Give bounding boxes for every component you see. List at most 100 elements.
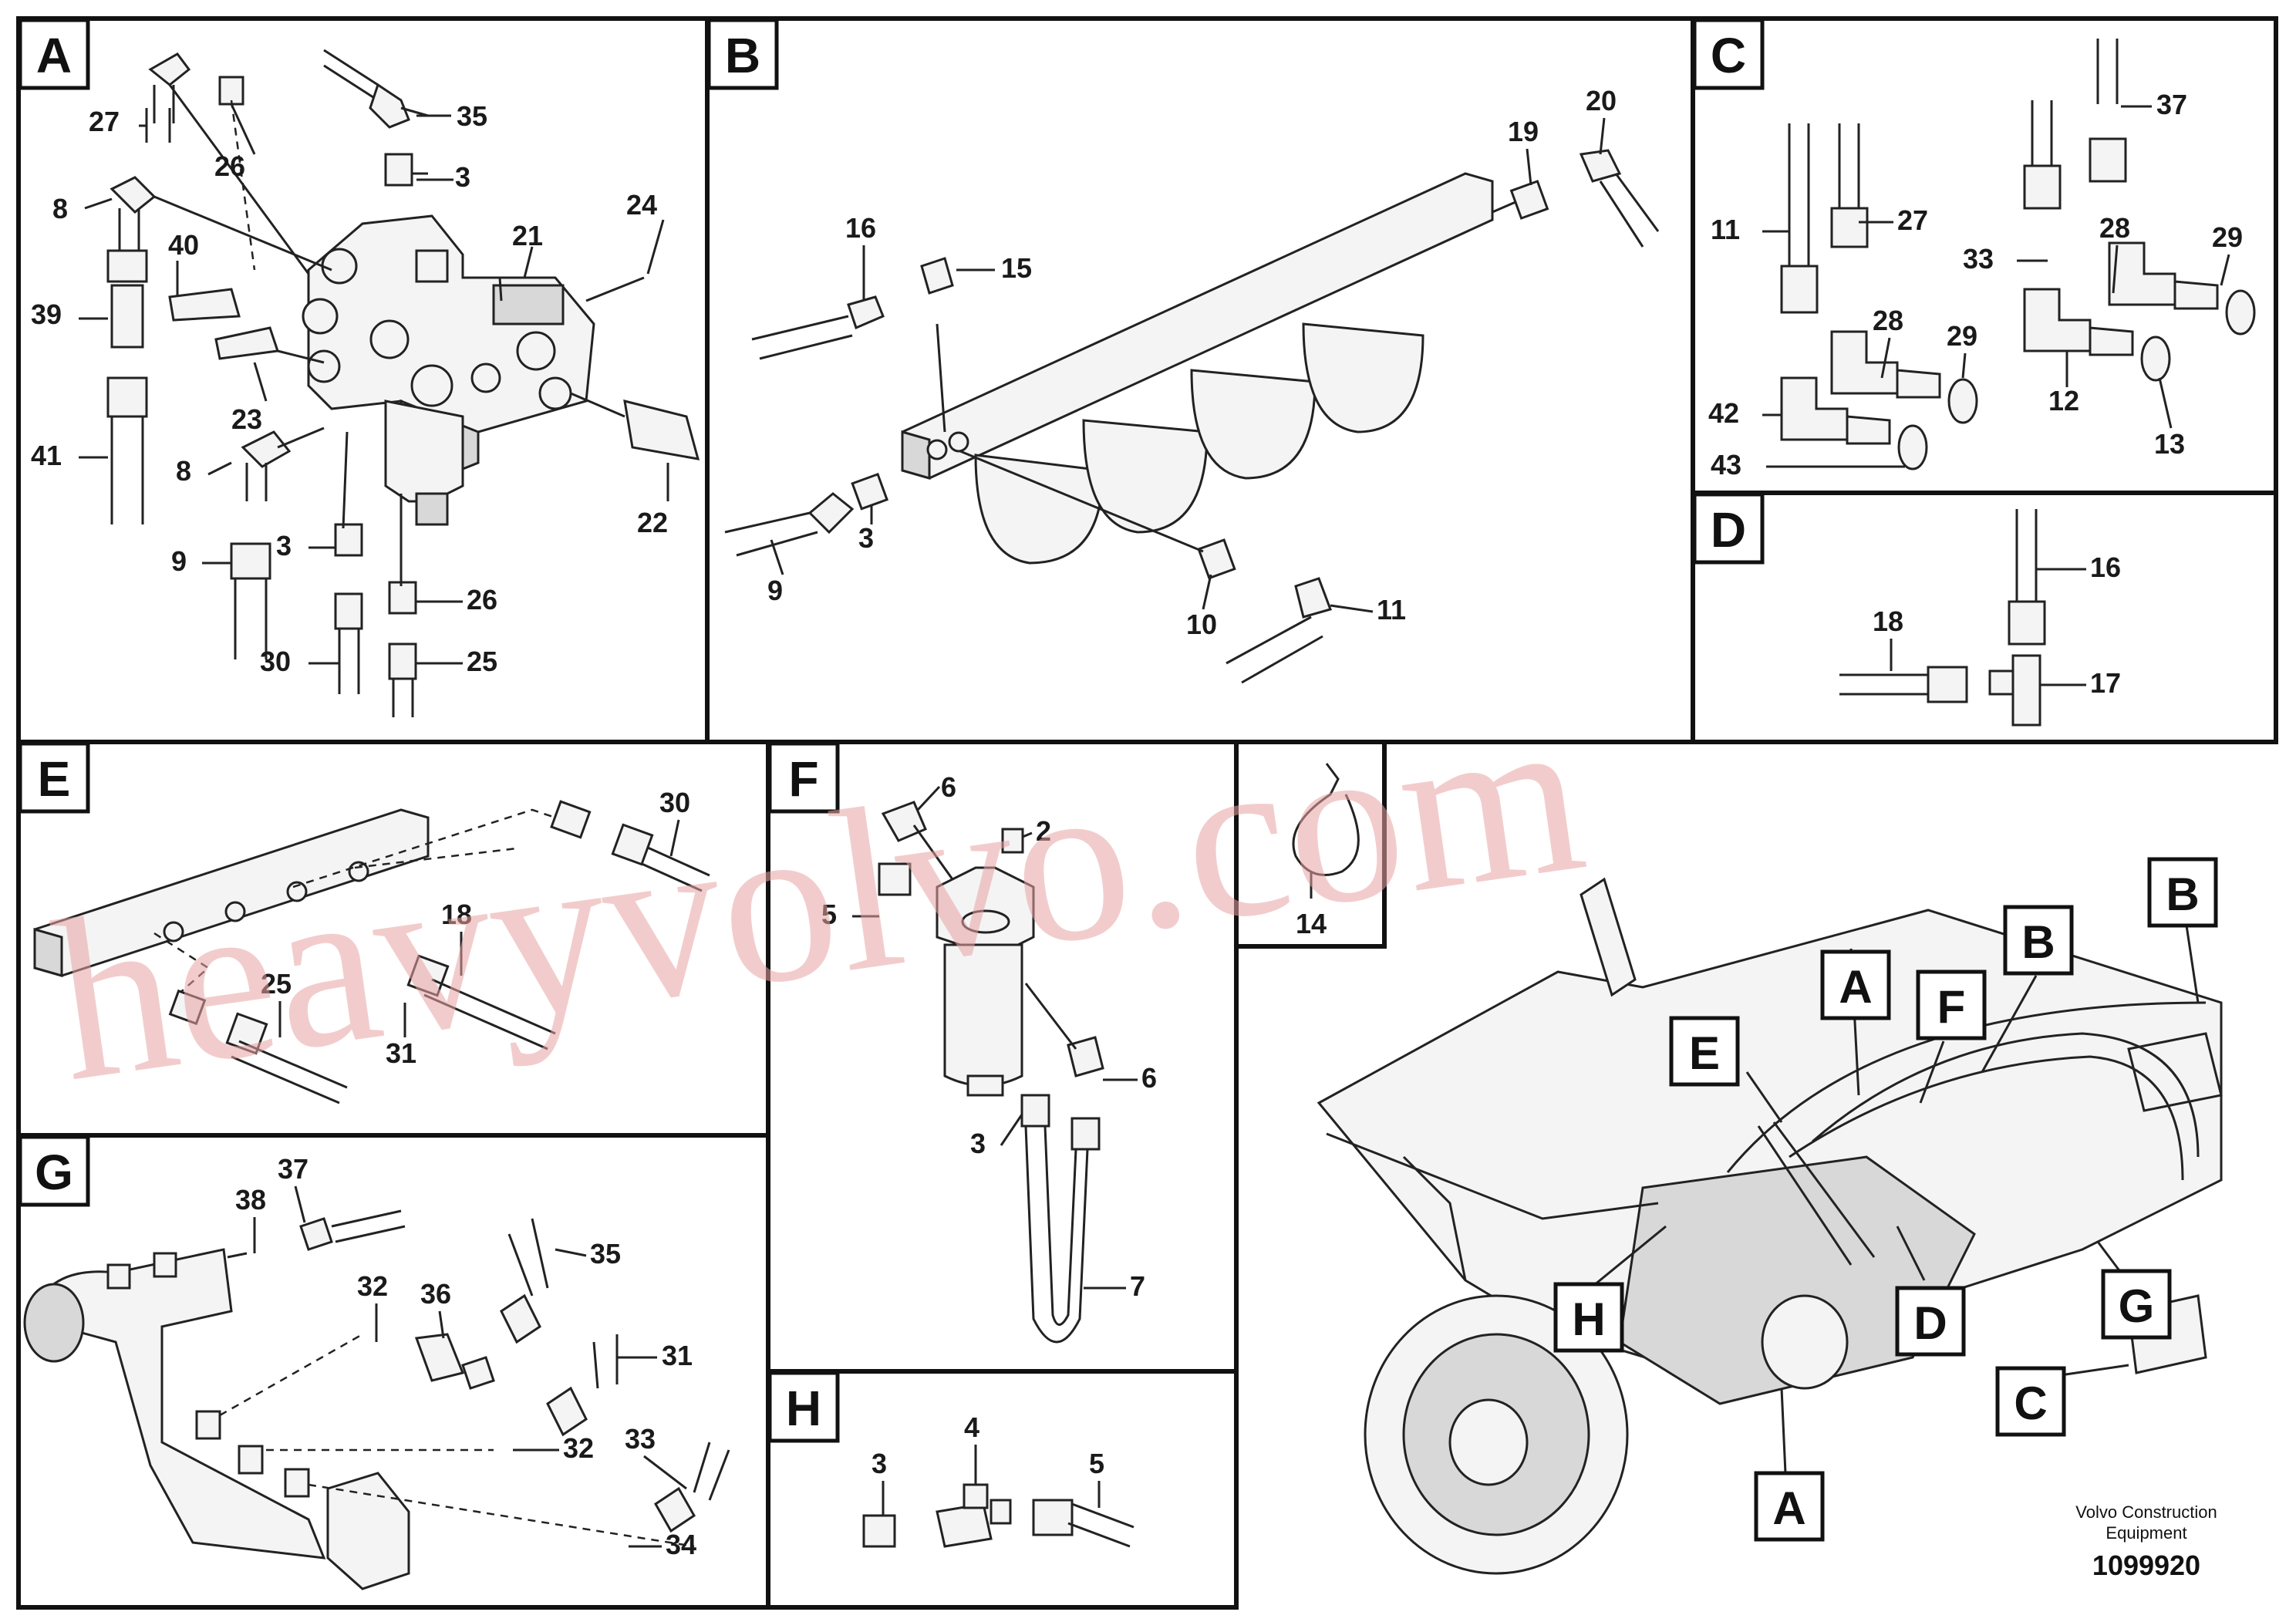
callout-c: C: [1995, 1366, 2066, 1437]
svg-text:6: 6: [1141, 1062, 1157, 1094]
svg-text:33: 33: [625, 1423, 656, 1455]
svg-text:Volvo Construction: Volvo Construction: [2075, 1502, 2217, 1522]
svg-text:16: 16: [845, 212, 876, 244]
svg-text:4: 4: [964, 1411, 979, 1443]
callout-e: E: [1669, 1016, 1740, 1087]
callout-d: D: [1895, 1286, 1966, 1357]
svg-text:10: 10: [1186, 609, 1217, 640]
svg-text:B: B: [725, 28, 760, 83]
document-number: 1099920: [2092, 1549, 2200, 1581]
svg-text:27: 27: [89, 106, 120, 137]
callout-a-bottom: A: [1754, 1471, 1825, 1542]
panel-h-drawing: [862, 1483, 1135, 1548]
svg-text:8: 8: [52, 193, 68, 224]
svg-text:3: 3: [872, 1448, 887, 1479]
svg-text:39: 39: [31, 298, 62, 330]
panel-f-labels: 6 2 5 6 3 7: [821, 771, 1157, 1302]
svg-text:36: 36: [420, 1278, 451, 1310]
svg-text:29: 29: [2212, 221, 2243, 253]
svg-text:30: 30: [260, 646, 291, 677]
watermark: heavyvolvo.com: [41, 662, 1597, 1130]
overview-machine-drawing: [1317, 877, 2223, 1575]
svg-text:25: 25: [261, 968, 292, 1000]
panel-e-drawing: [33, 800, 710, 1104]
footer-block: Volvo Construction Equipment 1099920: [2075, 1502, 2217, 1581]
svg-text:Equipment: Equipment: [2106, 1523, 2186, 1543]
svg-text:H: H: [1572, 1293, 1605, 1345]
svg-text:E: E: [38, 751, 71, 807]
svg-text:14: 14: [1296, 908, 1327, 939]
svg-text:F: F: [1937, 981, 1966, 1033]
panel-d-labels: 16 18 17: [1873, 551, 2121, 699]
svg-text:32: 32: [357, 1270, 388, 1302]
svg-text:9: 9: [171, 545, 187, 577]
svg-text:25: 25: [467, 646, 497, 677]
panel-letter-c: C: [1692, 18, 1765, 90]
svg-text:D: D: [1711, 502, 1746, 558]
panel-letter-a: A: [18, 18, 90, 90]
panel-d-drawing: [1839, 509, 2046, 727]
clip-labels: 14: [1296, 908, 1327, 939]
clip-14-drawing: [1292, 763, 1360, 899]
panel-e-labels: 30 18 25 31: [261, 787, 690, 1069]
svg-text:E: E: [1689, 1027, 1720, 1079]
svg-text:43: 43: [1711, 449, 1741, 481]
svg-text:3: 3: [970, 1128, 986, 1159]
svg-text:30: 30: [659, 787, 690, 818]
panel-a-drawing: [106, 49, 700, 717]
panel-g-labels: 37 38 35 32 36 31 32 33 34: [235, 1153, 696, 1560]
panel-a-labels: 27 26 35 3 8 40 21 24 39 23 41 8 22 9 3 …: [31, 100, 669, 677]
svg-text:33: 33: [1963, 243, 1994, 275]
svg-text:38: 38: [235, 1184, 266, 1216]
svg-text:37: 37: [278, 1153, 308, 1185]
svg-text:18: 18: [441, 899, 472, 930]
svg-text:32: 32: [563, 1432, 594, 1464]
svg-text:H: H: [786, 1381, 821, 1436]
svg-text:6: 6: [941, 771, 956, 803]
svg-text:D: D: [1913, 1297, 1947, 1349]
svg-text:A: A: [1839, 961, 1872, 1013]
panel-letter-e: E: [18, 741, 90, 814]
svg-text:23: 23: [231, 403, 262, 435]
svg-text:24: 24: [626, 189, 657, 221]
svg-text:7: 7: [1130, 1270, 1145, 1302]
svg-text:G: G: [35, 1145, 73, 1200]
svg-text:18: 18: [1873, 605, 1903, 637]
callout-a-top: A: [1820, 949, 1891, 1020]
svg-text:17: 17: [2090, 667, 2121, 699]
svg-text:A: A: [36, 28, 72, 83]
callout-f: F: [1916, 969, 1987, 1040]
svg-text:40: 40: [168, 229, 199, 261]
svg-text:A: A: [1772, 1482, 1805, 1534]
panel-b-labels: 20 19 16 15 9 3 10 11: [767, 85, 1617, 640]
svg-text:2: 2: [1036, 815, 1051, 847]
panel-f-drawing: [878, 801, 1104, 1344]
svg-text:35: 35: [590, 1238, 621, 1270]
svg-text:22: 22: [637, 507, 668, 538]
svg-text:29: 29: [1947, 320, 1977, 352]
svg-text:3: 3: [455, 161, 470, 193]
panel-letter-h: H: [767, 1371, 840, 1443]
svg-text:26: 26: [467, 584, 497, 615]
svg-text:20: 20: [1586, 85, 1617, 116]
svg-text:9: 9: [767, 575, 783, 606]
svg-text:21: 21: [512, 220, 543, 251]
panel-c-labels: 37 11 27 28 29 33 28 29 42 12 43 13: [1708, 89, 2243, 481]
svg-text:28: 28: [2099, 212, 2130, 244]
svg-text:16: 16: [2090, 551, 2121, 583]
svg-text:12: 12: [2048, 385, 2079, 416]
svg-text:13: 13: [2154, 428, 2185, 460]
svg-text:5: 5: [1089, 1448, 1104, 1479]
panel-letter-f: F: [767, 741, 840, 814]
svg-text:11: 11: [1377, 594, 1406, 626]
svg-text:8: 8: [176, 455, 191, 487]
panel-g-drawing: [23, 1209, 730, 1590]
svg-text:B: B: [2021, 916, 2055, 968]
svg-text:F: F: [788, 751, 818, 807]
svg-text:34: 34: [666, 1529, 696, 1560]
callout-h: H: [1553, 1282, 1624, 1353]
svg-text:11: 11: [1711, 214, 1740, 245]
svg-text:41: 41: [31, 440, 62, 471]
svg-text:B: B: [2166, 868, 2199, 920]
